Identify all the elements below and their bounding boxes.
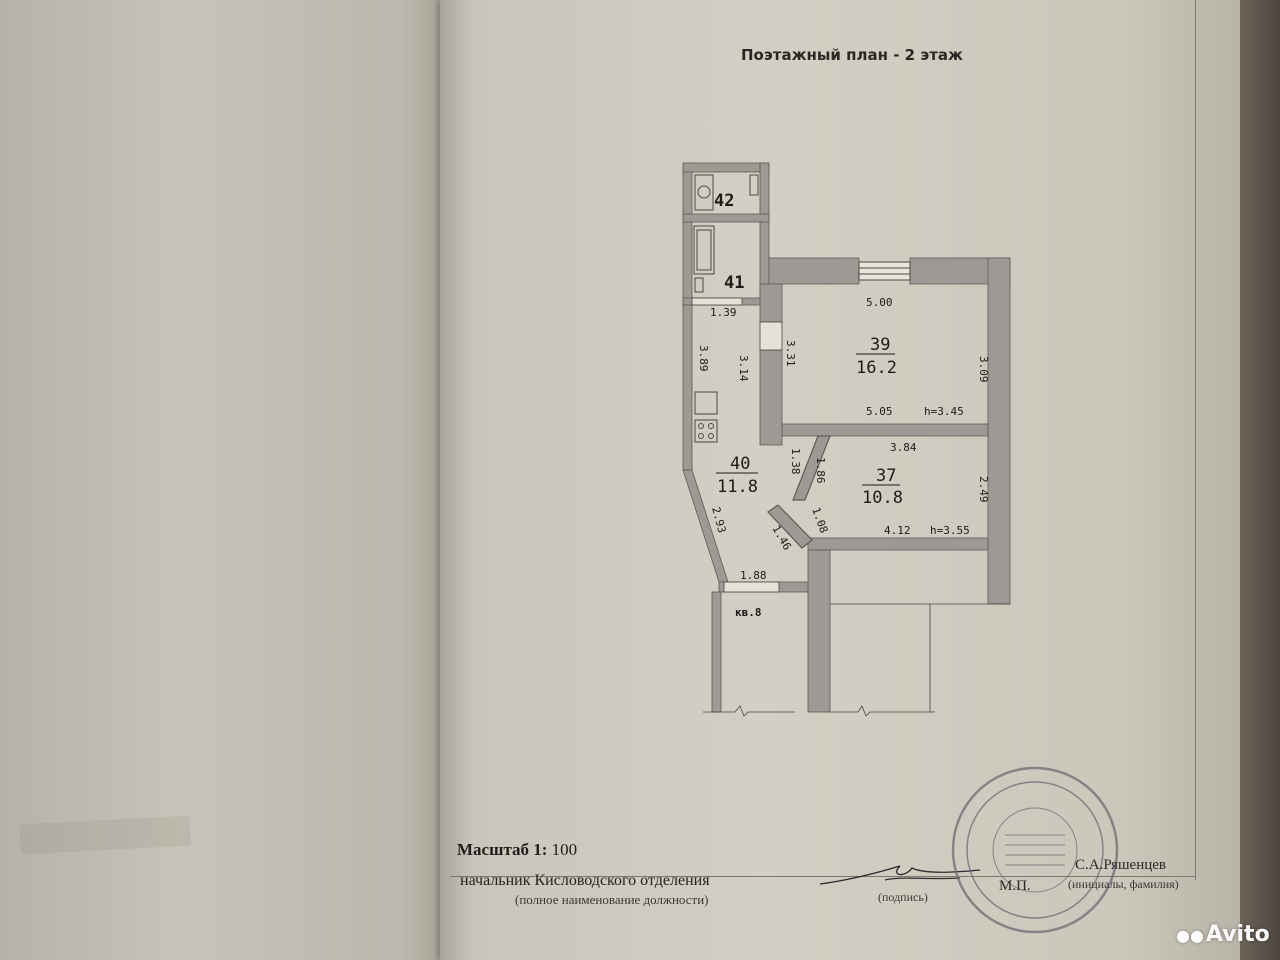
watermark-dots-icon: ●●	[1176, 926, 1204, 945]
wall-segment	[807, 549, 831, 713]
room-40-area: 11.8	[717, 477, 758, 497]
washbasin-fixture	[694, 277, 704, 293]
break-lines	[703, 603, 1010, 717]
dimension-label: 3.84	[890, 441, 917, 454]
wall-segment	[682, 162, 693, 306]
room-37-number: 37	[876, 466, 896, 486]
frame-bottom-line	[450, 876, 1196, 877]
neighbor-apartment-label: кв.8	[735, 606, 762, 619]
dimension-label: 1.38	[789, 448, 802, 475]
wall-segment	[781, 423, 989, 437]
floor-plan-title: Поэтажный план - 2 этаж	[741, 46, 963, 64]
bathtub-inner	[696, 229, 712, 271]
official-seal	[951, 766, 1119, 934]
dimension-label: 2.49	[977, 476, 990, 503]
toilet-bowl	[697, 185, 711, 199]
wall-segment	[711, 591, 722, 713]
door-opening	[691, 297, 743, 306]
door-opening	[723, 581, 780, 593]
signature-caption: (подпись)	[878, 890, 928, 904]
wall-segment	[768, 257, 860, 285]
dimension-label: 5.05	[866, 405, 893, 418]
wall-segment	[682, 162, 770, 173]
dimension-label: 1.39	[710, 306, 737, 319]
burner	[698, 423, 704, 429]
signature-scribble	[819, 865, 981, 885]
wall-segment	[682, 213, 770, 223]
dimension-label: 3.89	[697, 345, 710, 372]
scale-label: Масштаб 1:	[457, 840, 548, 859]
seal-center-ring	[992, 807, 1078, 893]
fixtures	[693, 174, 759, 443]
frame-right-line	[1195, 0, 1196, 880]
scale-note: Масштаб 1: 100	[457, 840, 577, 860]
dimension-label: 1.88	[740, 569, 767, 582]
signer-name: С.А.Ряшенцев	[1075, 857, 1167, 873]
scale-value: 100	[551, 840, 578, 859]
wall-segment	[759, 349, 783, 446]
room-labels: 42 41 39 16.2 40 11.8 37 10.8	[714, 191, 903, 508]
wall-segment	[792, 435, 831, 501]
seal-outer-ring	[951, 766, 1119, 934]
stove	[694, 419, 718, 443]
dimension-label: 5.00	[866, 296, 893, 309]
dimension-label: 4.12	[884, 524, 911, 537]
wall-segment	[759, 283, 783, 323]
room-39-height: h=3.45	[924, 405, 964, 418]
dimension-label: 3.09	[977, 356, 990, 383]
room-39-number: 39	[870, 335, 890, 355]
page-edge-shadow	[1240, 0, 1280, 960]
position-caption: (полное наименование должности)	[515, 892, 709, 907]
signer-position: начальник Кисловодского отделения	[460, 872, 710, 889]
door-openings	[691, 297, 783, 593]
break-line	[830, 705, 935, 717]
bathtub-fixture	[693, 225, 715, 275]
dimension-label: 3.31	[784, 340, 797, 367]
room-41-number: 41	[724, 273, 744, 293]
room-37-height: h=3.55	[930, 524, 970, 537]
left-page	[0, 0, 445, 960]
kitchen-sink	[694, 391, 718, 415]
wall-segment	[807, 537, 989, 551]
document-page	[440, 0, 1240, 960]
window-top	[858, 261, 911, 281]
window-frame	[858, 261, 911, 281]
door-opening	[759, 321, 783, 351]
burner	[698, 433, 704, 439]
dimension-label: 1.08	[809, 506, 830, 535]
plan-walls	[682, 162, 1011, 713]
toilet-fixture	[694, 174, 714, 211]
sink-fixture	[749, 174, 759, 196]
seal-label: М.П.	[999, 878, 1031, 894]
burner	[708, 423, 714, 429]
dimension-label: 3.14	[737, 355, 750, 382]
seal-inner-ring	[966, 781, 1104, 919]
wall-segment	[767, 504, 813, 549]
watermark-text: Avito	[1205, 922, 1270, 947]
break-line	[703, 705, 795, 717]
wall-segment	[987, 257, 1011, 605]
room-37-area: 10.8	[862, 488, 903, 508]
room-40-number: 40	[730, 454, 750, 474]
wall-segment	[682, 304, 693, 471]
room-42-number: 42	[714, 191, 734, 211]
dimension-label: 2.93	[709, 505, 728, 534]
watermark-logo: ●●Avito	[1176, 922, 1270, 947]
signer-caption: (инициалы, фамилия)	[1068, 877, 1179, 891]
diagonal-partition	[767, 435, 831, 549]
burner	[708, 433, 714, 439]
dimension-label: 1.86	[814, 457, 827, 484]
room-39-area: 16.2	[856, 358, 897, 378]
